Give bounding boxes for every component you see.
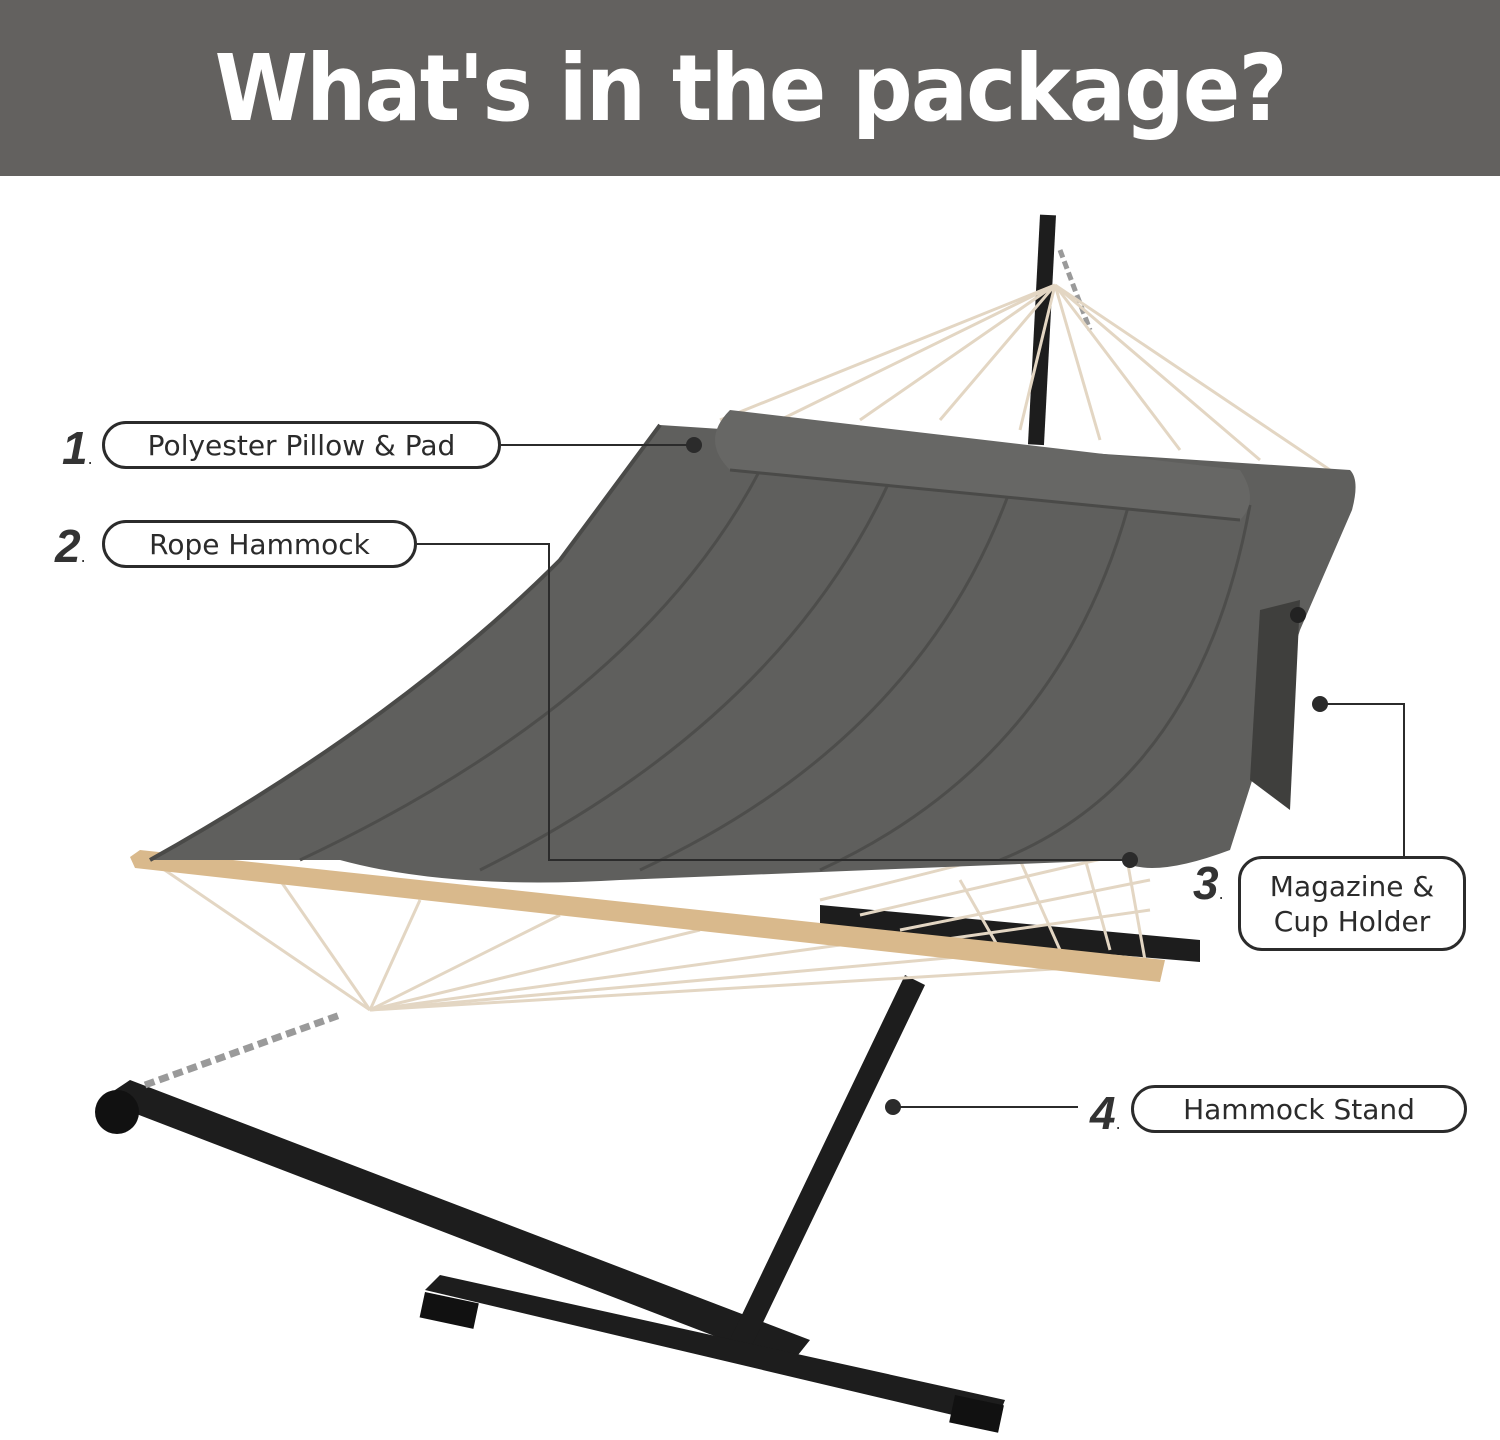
callout-label-rope-hammock: Rope Hammock (102, 520, 417, 568)
hammock-product-image (95, 214, 1356, 1433)
callout-label-line-1: Magazine & (1269, 869, 1435, 903)
callout-number-2: 2. (55, 520, 86, 572)
wood-spreader-bar (130, 850, 1165, 982)
top-ropes (719, 283, 1331, 472)
hammock-pad (149, 410, 1356, 883)
callout-number-3: 3. (1193, 857, 1224, 909)
header-banner: What's in the package? (0, 0, 1500, 176)
callout-number-1: 1. (62, 422, 93, 474)
callout-label-pillow-pad: Polyester Pillow & Pad (102, 421, 501, 469)
callout-label-hammock-stand: Hammock Stand (1131, 1085, 1467, 1133)
callout-number-4: 4. (1090, 1087, 1121, 1139)
callout-label-line-2: Cup Holder (1273, 904, 1431, 938)
callout-label-magazine-cup-holder: Magazine & Cup Holder (1238, 856, 1466, 951)
page-title: What's in the package? (214, 34, 1287, 142)
hammock-stand-illustration (95, 214, 1200, 1433)
bottom-ropes (149, 858, 1121, 1012)
